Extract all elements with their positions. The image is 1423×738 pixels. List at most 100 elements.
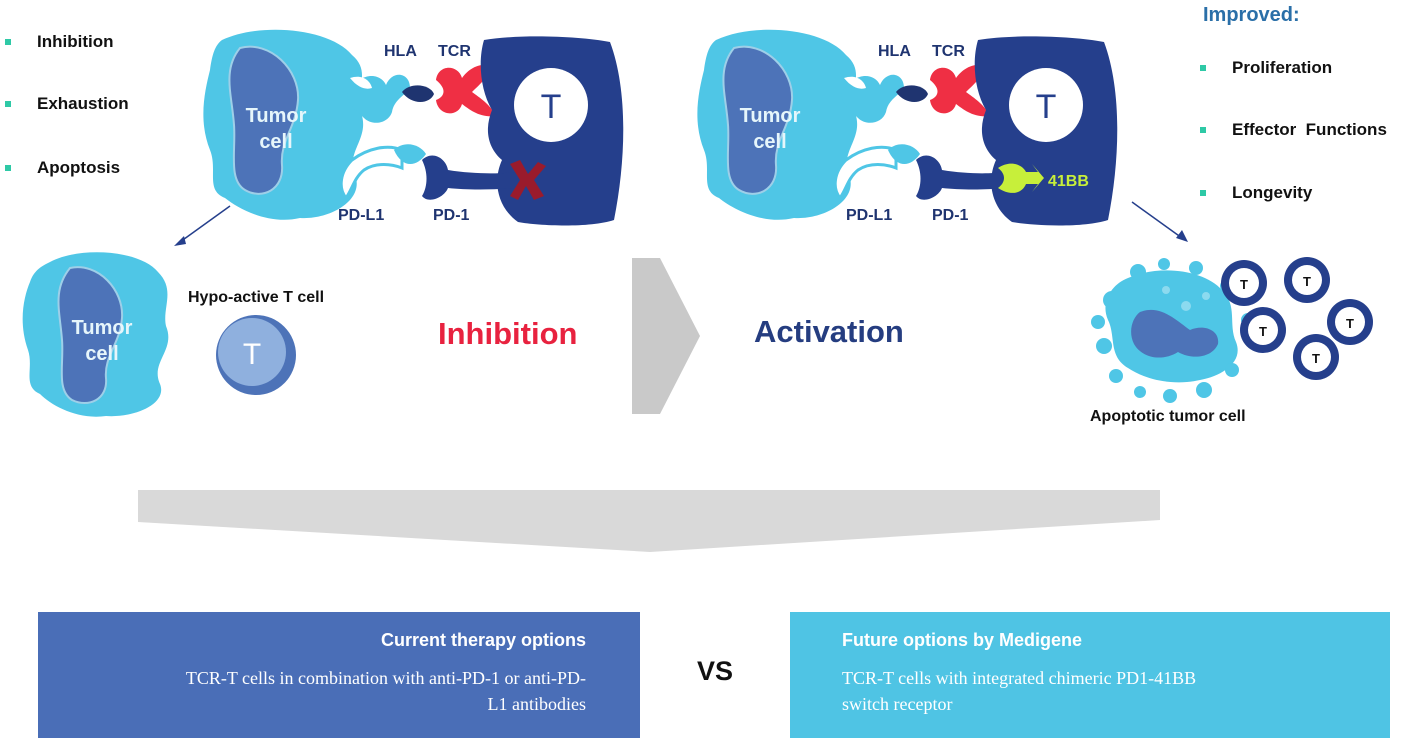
t-cell-nucleus-shape [1009,68,1083,142]
bleb-shape [1103,291,1121,309]
vesicle-shape [1202,292,1210,300]
current-therapy-desc-line: L1 antibodies [487,694,586,714]
tumor-label: Tumor [72,317,133,339]
t-cell-letter: T [1259,324,1267,339]
pdl1-head-shape [888,144,920,165]
tumor-nucleus-shape [228,45,300,195]
vesicle-shape [1181,301,1191,311]
right-interaction-panel: T Tumor cell HLA TCR PD-L1 PD-1 41BB [697,29,1188,242]
left-effect-label: Inhibition [37,32,114,51]
killer-t-cell: T [1221,260,1267,306]
improved-item: Longevity [1200,183,1312,203]
vesicle-shape [1162,286,1170,294]
tcr-label: TCR [438,43,471,60]
improved-item: Effector Functions [1200,120,1387,140]
improved-title: Improved: [1203,4,1300,26]
future-options-box: Future options by Medigene TCR-T cells w… [790,612,1390,738]
left-effect-item: Exhaustion [5,94,129,114]
bleb-shape [1189,261,1203,275]
tumor-label: Tumor [740,105,801,127]
hla-groove-shape [350,76,372,89]
current-therapy-desc-line: TCR-T cells in combination with anti-PD-… [185,668,586,688]
bullet-square-icon [5,101,11,107]
hla-label: HLA [384,43,417,60]
bleb-shape [1096,338,1112,354]
pd1-label: PD-1 [433,207,470,224]
fragmented-nucleus-shape [1131,309,1219,358]
peptide-shape [402,85,434,102]
pdl1-head-shape [394,144,426,165]
arrow-line [1131,201,1183,239]
hla-groove-shape [844,76,866,89]
hypo-t-cell-nucleus-shape [218,318,286,386]
left-effect-item: Apoptosis [5,158,120,178]
activation-heading: Activation [754,314,904,349]
future-options-desc-line: switch receptor [842,694,953,714]
bullet-square-icon [1200,190,1206,196]
vs-label: VS [697,656,734,686]
arrow-head-icon [174,236,186,246]
pdl1-label: PD-L1 [338,207,384,224]
arrow-line [179,205,231,243]
bullet-square-icon [1200,127,1206,133]
arrow-head-icon [1176,230,1188,242]
bullet-square-icon [1200,65,1206,71]
tumor-label: cell [753,131,786,153]
pdl1-label: PD-L1 [846,207,892,224]
pd1-label: PD-1 [932,207,969,224]
block-x-icon [510,160,546,200]
diagram-graphics: T Tumor cell HLA TCR PD-L1 PD-1 [22,29,1373,552]
costim-41bb-label: 41BB [1048,173,1089,190]
future-options-desc-line: TCR-T cells with integrated chimeric PD1… [842,668,1197,688]
costim-41bb-shape [998,163,1044,193]
left-effect-label: Exhaustion [37,94,129,113]
tumor-label: Tumor [246,105,307,127]
improved-item-label: Effector Functions [1232,120,1387,139]
pdl1-molecule-shape [833,145,898,201]
bleb-shape [1225,363,1239,377]
tcr-molecule-shape [436,64,496,117]
left-interaction-panel: T Tumor cell HLA TCR PD-L1 PD-1 [174,29,624,246]
t-cell-letter: T [243,338,261,371]
inhibition-heading: Inhibition [438,316,578,351]
hypo-active-group: Tumor cell T [22,252,296,417]
current-therapy-box: Current therapy options TCR-T cells in c… [38,612,640,738]
bleb-shape [1163,389,1177,403]
bleb-shape [1109,369,1123,383]
apoptotic-caption: Apoptotic tumor cell [1090,408,1246,425]
t-cell-letter: T [1312,351,1320,366]
tumor-nucleus-shape [57,266,124,405]
bleb-shape [1130,264,1146,280]
t-cell-letter: T [1240,277,1248,292]
apoptotic-group: T T T T T [1091,257,1373,403]
left-effect-item: Inhibition [5,32,113,52]
bleb-shape [1134,386,1146,398]
bullet-square-icon [5,39,11,45]
tcr-label: TCR [932,43,965,60]
t-cell-letter: T [1036,88,1057,126]
bleb-shape [1158,258,1170,270]
t-cell-nucleus-shape [514,68,588,142]
tcr-molecule-shape [930,64,990,117]
future-options-desc: TCR-T cells with integrated chimeric PD1… [842,665,1196,717]
killer-t-cell: T [1284,257,1330,303]
pd1-molecule-shape [422,155,519,200]
bullet-square-icon [5,165,11,171]
killer-t-cell: T [1327,299,1373,345]
killer-t-cell: T [1293,334,1339,380]
killer-t-cell: T [1240,307,1286,353]
pdl1-molecule-shape [339,145,404,201]
peptide-shape [896,85,928,102]
hypo-active-caption: Hypo-active T cell [188,289,325,306]
hla-label: HLA [878,43,911,60]
bleb-shape [1196,382,1212,398]
t-cell-letter: T [1346,316,1354,331]
improved-item-label: Proliferation [1232,58,1333,77]
tumor-label: cell [259,131,292,153]
future-options-title: Future options by Medigene [842,630,1083,650]
pd1-molecule-shape [916,155,1009,200]
tumor-nucleus-shape [722,45,794,195]
tumor-label: cell [85,343,118,365]
current-therapy-desc: TCR-T cells in combination with anti-PD-… [186,665,586,717]
